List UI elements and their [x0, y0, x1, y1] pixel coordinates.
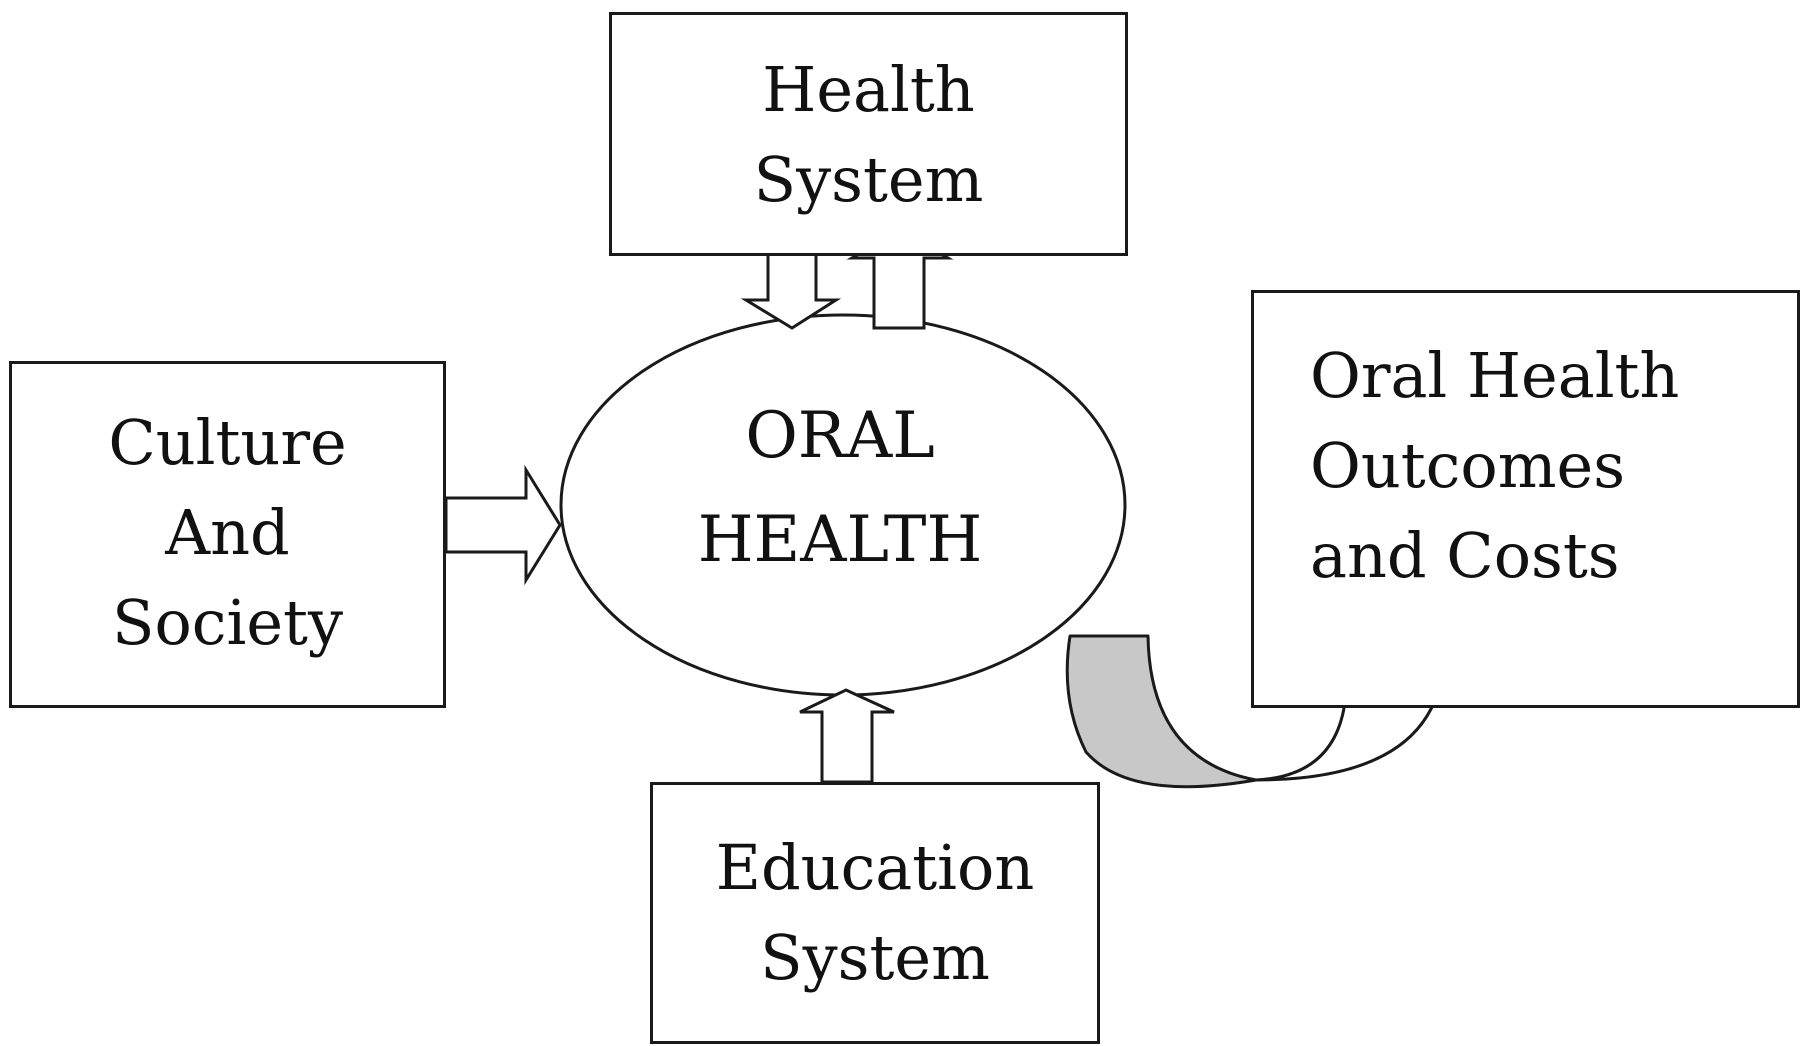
- culture-society-box: Culture And Society: [9, 361, 446, 708]
- health-system-box: Health System: [609, 12, 1128, 256]
- health-system-label: Health System: [753, 53, 984, 216]
- arrow-education-to-oral: [799, 688, 895, 784]
- outcome-arrow-tail: [1065, 634, 1258, 789]
- culture-society-label: Culture And Society: [108, 406, 347, 659]
- oral-health-label: ORAL HEALTH: [697, 399, 983, 577]
- outcomes-costs-label: Oral Health Outcomes and Costs: [1310, 339, 1680, 592]
- education-system-label: Education System: [715, 831, 1035, 994]
- education-system-box: Education System: [650, 782, 1100, 1044]
- outcomes-costs-box: Oral Health Outcomes and Costs: [1251, 290, 1800, 708]
- arrow-culture-to-oral: [444, 464, 562, 586]
